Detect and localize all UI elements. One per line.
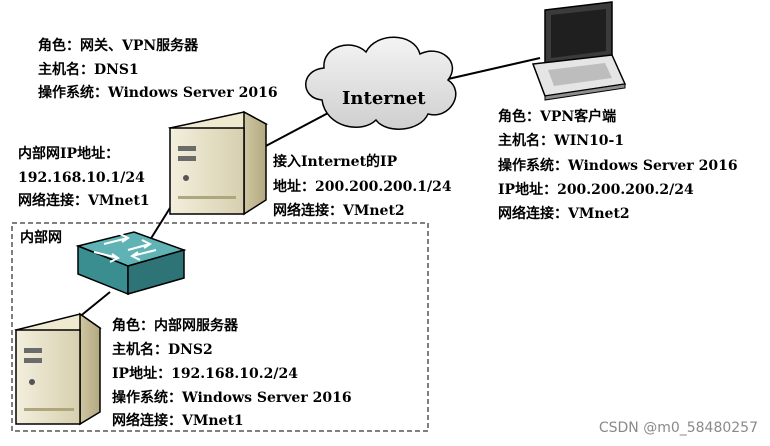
gateway-internal-net: 网络连接：VMnet1 — [18, 192, 150, 209]
internal-server-hostname: 主机名：DNS2 — [112, 341, 213, 358]
internal-server-info: 角色：内部网服务器 主机名：DNS2 IP地址：192.168.10.2/24 … — [112, 317, 352, 429]
link-internet-client — [434, 57, 541, 83]
link-gateway-internet — [261, 111, 331, 149]
internal-server-os: 操作系统：Windows Server 2016 — [112, 389, 352, 406]
client-net: 网络连接：VMnet2 — [498, 205, 630, 222]
client-ip: IP地址：200.200.200.2/24 — [498, 181, 694, 198]
gateway-internal-ip: 192.168.10.1/24 — [18, 170, 145, 186]
gateway-role: 角色：网关、VPN服务器 — [38, 37, 199, 54]
gateway-server-icon — [167, 110, 269, 216]
gateway-external-net: 网络连接：VMnet2 — [273, 202, 405, 219]
network-switch-icon — [75, 231, 187, 296]
gateway-external-ip-label: 接入Internet的IP — [273, 153, 398, 170]
internal-server-icon — [14, 312, 102, 426]
gateway-internal-ip-label: 内部网IP地址： — [18, 145, 119, 162]
gateway-hostname: 主机名：DNS1 — [38, 61, 139, 78]
gateway-info: 角色：网关、VPN服务器 主机名：DNS1 操作系统：Windows Serve… — [18, 37, 452, 219]
vpn-client-info: 角色：VPN客户端 主机名：WIN10-1 操作系统：Windows Serve… — [498, 108, 738, 222]
gateway-os: 操作系统：Windows Server 2016 — [38, 84, 278, 101]
internal-network-boundary — [11, 222, 429, 432]
client-os: 操作系统：Windows Server 2016 — [498, 157, 738, 174]
internal-network-label: 内部网 — [20, 229, 62, 246]
internet-cloud-icon — [305, 36, 457, 130]
client-role: 角色：VPN客户端 — [498, 108, 616, 125]
csdn-watermark: CSDN @m0_58480257 — [599, 420, 758, 436]
link-switch-internal-server — [77, 291, 111, 319]
laptop-icon — [531, 1, 627, 101]
client-hostname: 主机名：WIN10-1 — [498, 132, 624, 149]
internal-server-role: 角色：内部网服务器 — [112, 317, 239, 334]
internal-server-net: 网络连接：VMnet1 — [112, 412, 244, 429]
internal-server-ip: IP地址：192.168.10.2/24 — [112, 365, 298, 382]
gateway-external-ip: 地址：200.200.200.1/24 — [273, 178, 452, 195]
internet-label: Internet — [342, 88, 426, 109]
